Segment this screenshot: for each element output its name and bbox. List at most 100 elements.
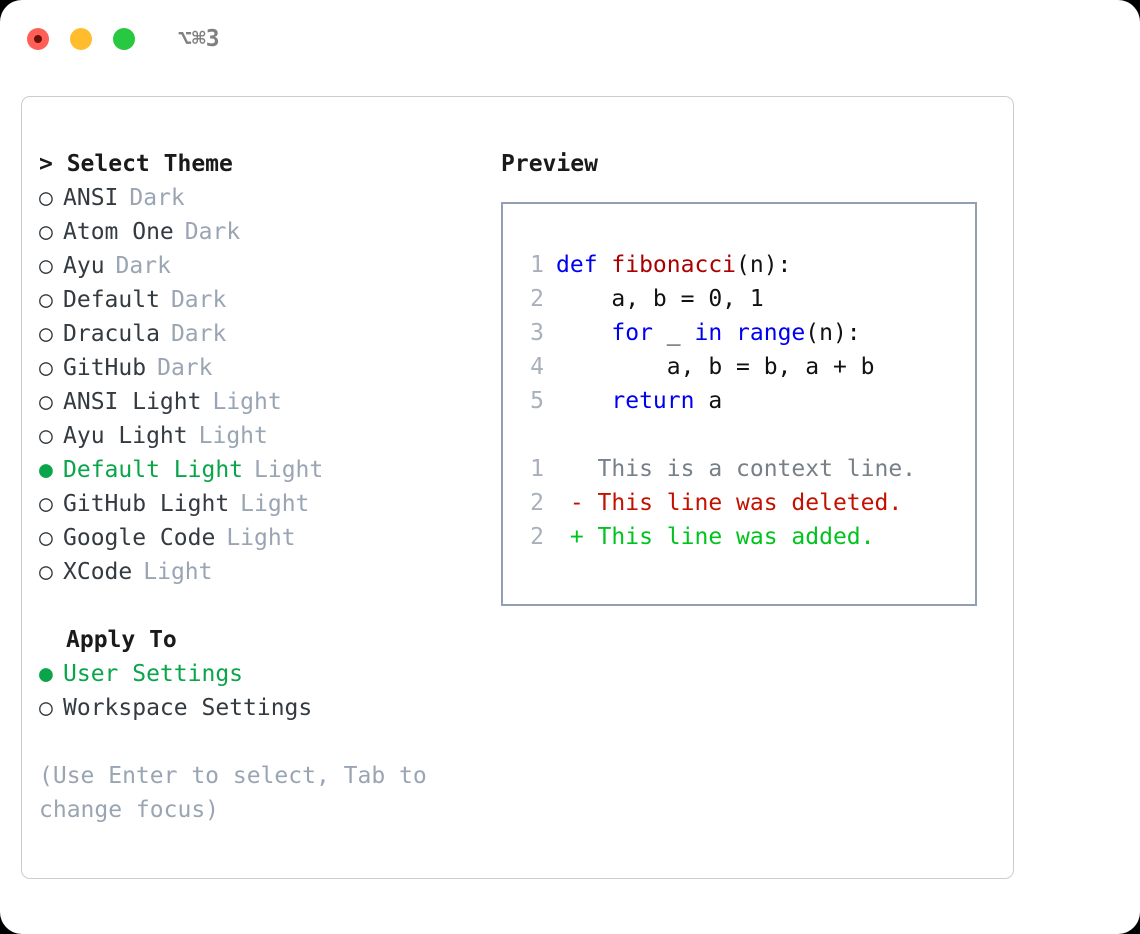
radio-unselected-icon: ○ (39, 559, 53, 585)
theme-option-label: GitHub Light (63, 491, 230, 517)
code-token-plain: a, b = 0, 1 (556, 286, 764, 312)
theme-option-xcode[interactable]: ○ XCode Light (39, 555, 489, 589)
radio-unselected-icon: ○ (39, 389, 53, 415)
list-spacer (39, 589, 489, 623)
line-number: 4 (530, 354, 544, 380)
code-token-ctx: This is a context line. (556, 456, 917, 482)
code-token-plain: a (708, 388, 723, 414)
line-number: 1 (530, 456, 544, 482)
theme-option-variant: Dark (115, 253, 171, 279)
line-number: 2 (530, 286, 544, 312)
radio-selected-icon: ● (39, 661, 53, 687)
theme-option-dracula[interactable]: ○ Dracula Dark (39, 317, 489, 351)
theme-option-ansi-light[interactable]: ○ ANSI Light Light (39, 385, 489, 419)
radio-unselected-icon: ○ (39, 695, 53, 721)
diff-line: 1 This is a context line. (520, 452, 975, 486)
theme-option-variant: Dark (129, 185, 185, 211)
radio-unselected-icon: ○ (39, 321, 53, 347)
radio-unselected-icon: ○ (39, 253, 53, 279)
radio-unselected-icon: ○ (39, 423, 53, 449)
code-line: 5 return a (520, 384, 975, 418)
preview-heading: Preview (501, 151, 598, 177)
theme-option-label: ANSI Light (63, 389, 202, 415)
theme-option-label: Google Code (63, 525, 216, 551)
code-token-kw: for (556, 320, 667, 346)
theme-option-google-code[interactable]: ○ Google Code Light (39, 521, 489, 555)
select-theme-heading: > Select Theme (39, 151, 233, 177)
line-number: 2 (530, 524, 544, 550)
radio-selected-icon: ● (39, 457, 53, 483)
radio-unselected-icon: ○ (39, 185, 53, 211)
theme-option-ayu[interactable]: ○ Ayu Dark (39, 249, 489, 283)
window-controls (27, 28, 135, 50)
theme-option-label: Default (63, 287, 160, 313)
line-number: 1 (530, 252, 544, 278)
theme-option-label: Atom One (63, 219, 174, 245)
code-line: 4 a, b = b, a + b (520, 350, 975, 384)
keyboard-shortcut-label: ⌥⌘3 (178, 25, 220, 52)
apply-to-heading: Apply To (66, 627, 177, 653)
code-token-fn: fibonacci (611, 252, 737, 278)
code-token-kw: in range (694, 320, 806, 346)
theme-option-variant: Light (143, 559, 213, 585)
radio-unselected-icon: ○ (39, 355, 53, 381)
apply-to-option-label: Workspace Settings (63, 695, 313, 721)
code-token-plain: _ (666, 320, 695, 346)
code-token-kw: def (556, 252, 612, 278)
close-button[interactable] (27, 28, 49, 50)
theme-option-variant: Light (212, 389, 282, 415)
keyboard-hint-text: (Use Enter to select, Tab to change focu… (39, 763, 427, 823)
radio-unselected-icon: ○ (39, 219, 53, 245)
theme-option-label: Default Light (63, 457, 244, 483)
theme-option-ansi[interactable]: ○ ANSI Dark (39, 181, 489, 215)
code-token-add: + This line was added. (556, 524, 875, 550)
theme-option-github[interactable]: ○ GitHub Dark (39, 351, 489, 385)
theme-option-label: XCode (63, 559, 133, 585)
radio-unselected-icon: ○ (39, 491, 53, 517)
apply-to-option-list[interactable]: ● User Settings ○ Workspace Settings (39, 657, 489, 725)
theme-option-variant: Dark (157, 355, 213, 381)
diff-sample: 1 This is a context line. 2 - This line w… (520, 452, 975, 554)
theme-option-label: Ayu (63, 253, 105, 279)
theme-option-label: Ayu Light (63, 423, 188, 449)
apply-to-option-label: User Settings (63, 661, 244, 687)
line-number: 5 (530, 388, 544, 414)
theme-option-atom-one[interactable]: ○ Atom One Dark (39, 215, 489, 249)
theme-option-variant: Light (240, 491, 310, 517)
theme-option-label: Dracula (63, 321, 160, 347)
title-bar: ⌥⌘3 (0, 0, 1140, 78)
radio-unselected-icon: ○ (39, 525, 53, 551)
apply-to-option-workspace-settings[interactable]: ○ Workspace Settings (39, 691, 489, 725)
maximize-button[interactable] (113, 28, 135, 50)
theme-option-label: GitHub (63, 355, 147, 381)
theme-option-variant: Light (254, 457, 324, 483)
theme-option-variant: Light (226, 525, 296, 551)
radio-unselected-icon: ○ (39, 287, 53, 313)
theme-option-default[interactable]: ○ Default Dark (39, 283, 489, 317)
theme-option-default-light[interactable]: ● Default Light Light (39, 453, 489, 487)
apply-to-option-user-settings[interactable]: ● User Settings (39, 657, 489, 691)
theme-option-github-light[interactable]: ○ GitHub Light Light (39, 487, 489, 521)
code-token-kw: return (556, 388, 709, 414)
minimize-button[interactable] (70, 28, 92, 50)
line-number: 3 (530, 320, 544, 346)
diff-line: 2 + This line was added. (520, 520, 975, 554)
theme-option-variant: Light (198, 423, 268, 449)
code-token-plain: (n): (805, 320, 861, 346)
code-line: 2 a, b = 0, 1 (520, 282, 975, 316)
code-token-del: - This line was deleted. (556, 490, 903, 516)
line-number: 2 (530, 490, 544, 516)
theme-option-variant: Dark (170, 287, 227, 313)
theme-option-ayu-light[interactable]: ○ Ayu Light Light (39, 419, 489, 453)
theme-option-variant: Dark (184, 219, 241, 245)
code-line: 3 for _ in range(n): (520, 316, 975, 350)
theme-option-variant: Dark (170, 321, 227, 347)
theme-option-label: ANSI (63, 185, 119, 211)
